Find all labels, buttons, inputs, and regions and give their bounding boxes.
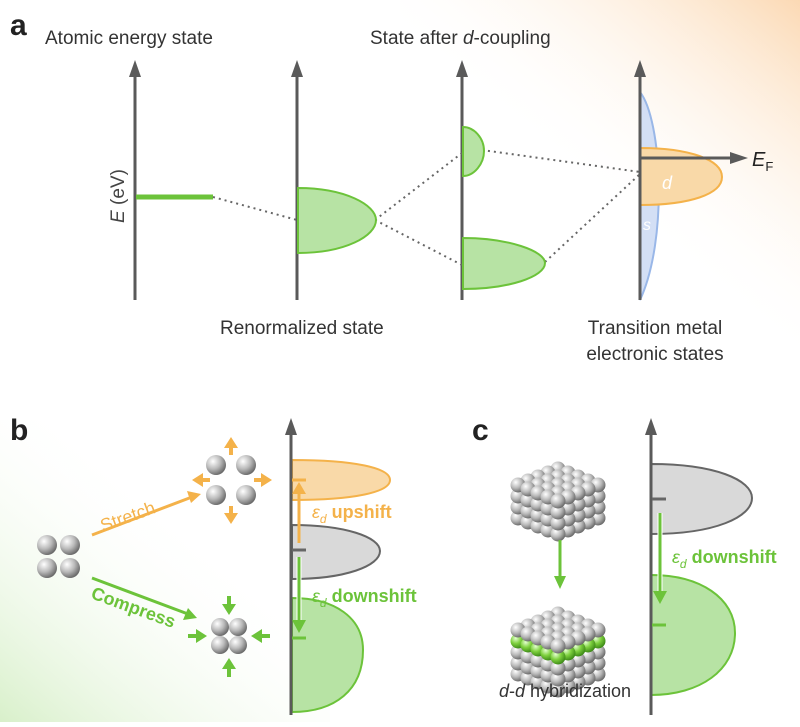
label-transition-metal-line1: Transition metal: [588, 318, 722, 339]
panel-a-letter: a: [10, 9, 27, 42]
label-transition-metal-line2: electronic states: [586, 344, 723, 365]
renormalized-state-lobe: [297, 186, 378, 255]
fermi-arrowhead-icon: [730, 152, 748, 164]
atom-cluster-compressed: [211, 618, 247, 654]
nanocluster-top: [510, 461, 606, 542]
arrowhead-icon: [456, 60, 468, 77]
atom: [550, 682, 566, 698]
downshift-label-b: εd downshift: [312, 586, 417, 610]
downshifted-d-band-c: [650, 573, 737, 697]
arrow-down-icon: [222, 596, 236, 615]
stretch-arrow: [91, 495, 193, 537]
arrowhead-icon: [645, 418, 657, 435]
downshifted-d-band: [291, 596, 365, 714]
atom: [550, 526, 566, 542]
panel-b-letter: b: [10, 414, 28, 447]
original-d-band-c: [650, 462, 754, 536]
stretch-direction-arrows: [192, 437, 272, 524]
upshifted-d-band: [291, 458, 392, 502]
arrow-right-icon: [188, 629, 207, 643]
downshift-arrowhead-icon: [653, 591, 667, 604]
arrow-left-icon: [192, 473, 210, 487]
upshift-arrowhead-icon: [292, 482, 306, 494]
antibonding-state-lobe: [462, 125, 486, 178]
fermi-level-label: EF: [752, 149, 773, 174]
nanocluster-bottom-with-green-layer: [510, 606, 606, 698]
cluster-transform-arrowhead-icon: [554, 576, 566, 589]
title-state-after-d-coupling: State after d-coupling: [370, 28, 551, 49]
arrow-up-icon: [224, 437, 238, 455]
panel-b-axis: [285, 418, 297, 715]
atom: [550, 638, 566, 654]
atom-cluster-stretched: [206, 455, 256, 505]
arrowhead-icon: [634, 60, 646, 77]
dotted-connectors: [212, 149, 641, 266]
axis-transition-metal: [634, 60, 748, 300]
panel-c-letter: c: [472, 414, 489, 447]
arrow-up-icon: [222, 658, 236, 677]
upshift-label: εd upshift: [312, 502, 392, 526]
d-d-hybridization-label: d-d hybridization: [499, 681, 631, 701]
atom-cluster-original: [37, 535, 80, 578]
compress-arrowhead-icon: [183, 608, 197, 620]
arrow-left-icon: [251, 629, 270, 643]
downshift-label-c: εd downshift: [672, 547, 777, 571]
atom: [550, 671, 566, 687]
green-atom: [550, 649, 566, 665]
title-atomic-energy-state: Atomic energy state: [45, 28, 213, 49]
arrow-right-icon: [254, 473, 272, 487]
original-d-band: [291, 523, 382, 581]
arrowhead-icon: [285, 418, 297, 435]
arrow-down-icon: [224, 506, 238, 524]
atom: [550, 660, 566, 676]
label-renormalized-state: Renormalized state: [220, 318, 384, 339]
compress-direction-arrows: [188, 596, 270, 677]
downshift-arrowhead-icon: [292, 620, 306, 633]
d-band: [639, 146, 724, 207]
energy-axis-label: E (eV): [108, 169, 129, 223]
s-band-label: s: [643, 217, 651, 234]
d-band-label: d: [662, 173, 673, 193]
atom: [550, 504, 566, 520]
stretch-arrowhead-icon: [187, 491, 201, 503]
arrowhead-icon: [129, 60, 141, 77]
atom: [550, 515, 566, 531]
bonding-state-lobe: [462, 236, 547, 291]
compress-arrow: [91, 576, 189, 616]
orange-background-wash: [400, 0, 800, 400]
arrowhead-icon: [291, 60, 303, 77]
atom: [550, 493, 566, 509]
panel-c-axis: [645, 418, 657, 715]
